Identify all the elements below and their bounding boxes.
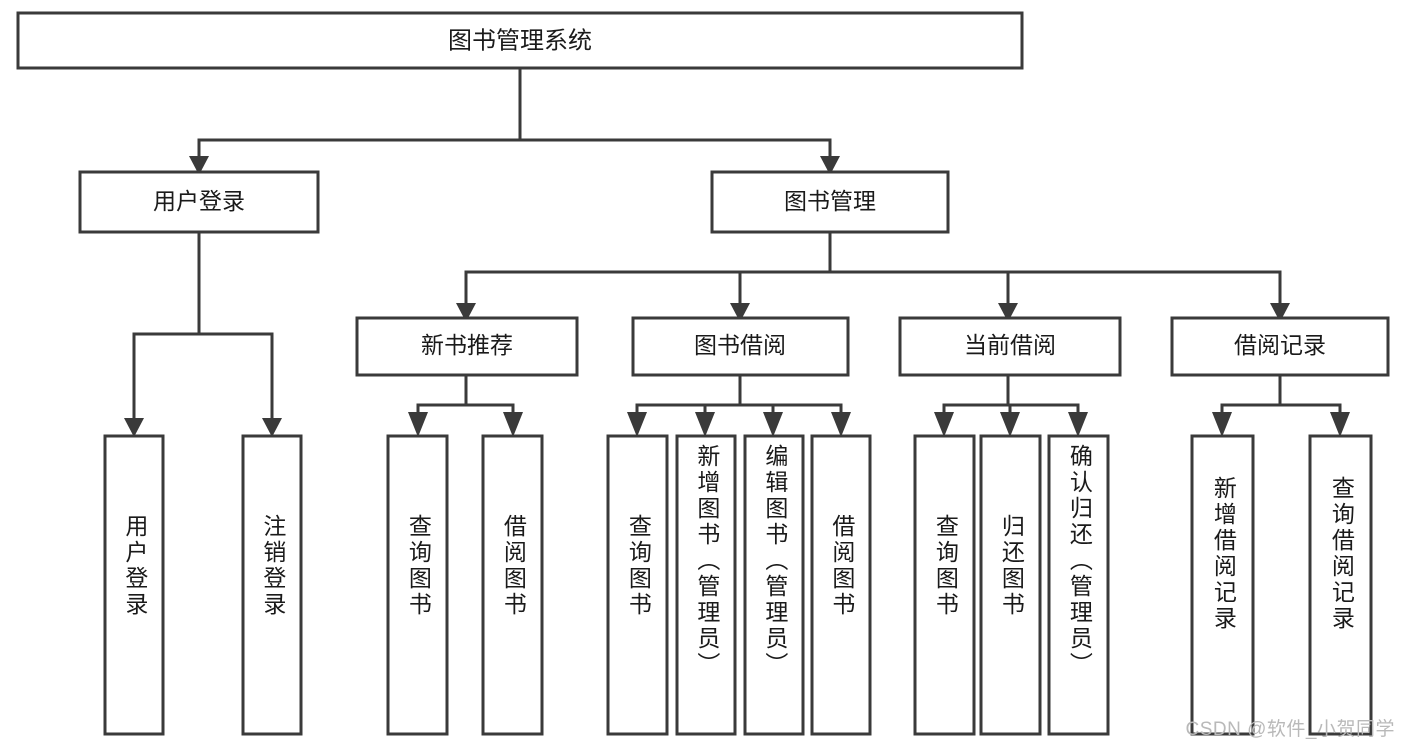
node-book-borrow-label: 图书借阅 <box>694 332 786 358</box>
leaf-box-new-book-1[interactable] <box>386 434 449 736</box>
leaf-box-current-borrow-2[interactable] <box>979 434 1042 736</box>
arrow-bb-leaf-3 <box>763 412 783 437</box>
watermark-text: CSDN @软件_小贺同学 <box>1185 719 1395 740</box>
node-user-login[interactable]: 用户登录 <box>78 170 320 234</box>
leaf-box-current-borrow-1[interactable] <box>913 434 976 736</box>
leaf-box-new-book-2[interactable] <box>481 434 544 736</box>
arrow-bb-leaf-2 <box>695 412 715 437</box>
node-current-borrow[interactable]: 当前借阅 <box>898 316 1122 377</box>
node-book-borrow-box[interactable] <box>631 316 850 377</box>
leaf-box-user-login-2[interactable] <box>241 434 303 736</box>
arrow-br-leaf-1 <box>1212 412 1232 437</box>
node-book-manage-box[interactable] <box>710 170 950 234</box>
leaf-box-user-login-1[interactable] <box>103 434 165 736</box>
leaf-box-current-borrow-3[interactable] <box>1047 434 1110 736</box>
arrow-br-leaf-2 <box>1330 412 1350 437</box>
node-new-book-recommend-box[interactable] <box>355 316 579 377</box>
leaf-box-book-borrow-1[interactable] <box>606 434 669 736</box>
node-book-manage-label: 图书管理 <box>784 188 876 214</box>
node-new-book-recommend[interactable]: 新书推荐 <box>355 316 579 377</box>
arrow-bm-new-book <box>456 303 476 322</box>
arrow-user-login-leaf-1 <box>124 418 144 437</box>
arrow-bm-borrow-record <box>1270 303 1290 322</box>
leaf-box-group <box>103 434 1373 736</box>
leaf-box-book-borrow-4[interactable] <box>810 434 872 736</box>
arrow-root-to-book-manage <box>820 156 840 175</box>
leaf-box-book-borrow-2[interactable] <box>675 434 737 736</box>
node-current-borrow-label: 当前借阅 <box>964 332 1056 358</box>
node-root-box[interactable] <box>16 11 1024 70</box>
node-borrow-record-box[interactable] <box>1170 316 1390 377</box>
connector-group <box>124 66 1350 437</box>
node-user-login-box[interactable] <box>78 170 320 234</box>
node-current-borrow-box[interactable] <box>898 316 1122 377</box>
node-root-label: 图书管理系统 <box>448 27 592 54</box>
arrow-user-login-leaf-2 <box>262 418 282 437</box>
node-borrow-record[interactable]: 借阅记录 <box>1170 316 1390 377</box>
arrow-cb-leaf-2 <box>1000 412 1020 437</box>
leaf-box-borrow-record-1[interactable] <box>1190 434 1255 736</box>
node-borrow-record-label: 借阅记录 <box>1234 332 1326 358</box>
leaf-box-book-borrow-3[interactable] <box>743 434 805 736</box>
arrow-nb-leaf-1 <box>408 412 428 437</box>
arrow-root-to-user-login <box>189 156 209 175</box>
arrow-bb-leaf-4 <box>831 412 851 437</box>
node-root[interactable]: 图书管理系统 <box>16 11 1024 70</box>
arrow-cb-leaf-3 <box>1068 412 1088 437</box>
node-new-book-recommend-label: 新书推荐 <box>421 332 513 358</box>
node-book-manage[interactable]: 图书管理 <box>710 170 950 234</box>
arrow-cb-leaf-1 <box>934 412 954 437</box>
arrow-bb-leaf-1 <box>627 412 647 437</box>
arrow-bm-current-borrow <box>998 303 1018 322</box>
arrow-nb-leaf-2 <box>503 412 523 437</box>
leaf-box-borrow-record-2[interactable] <box>1308 434 1373 736</box>
node-user-login-label: 用户登录 <box>153 188 245 214</box>
node-book-borrow[interactable]: 图书借阅 <box>631 316 850 377</box>
arrow-bm-book-borrow <box>730 303 750 322</box>
